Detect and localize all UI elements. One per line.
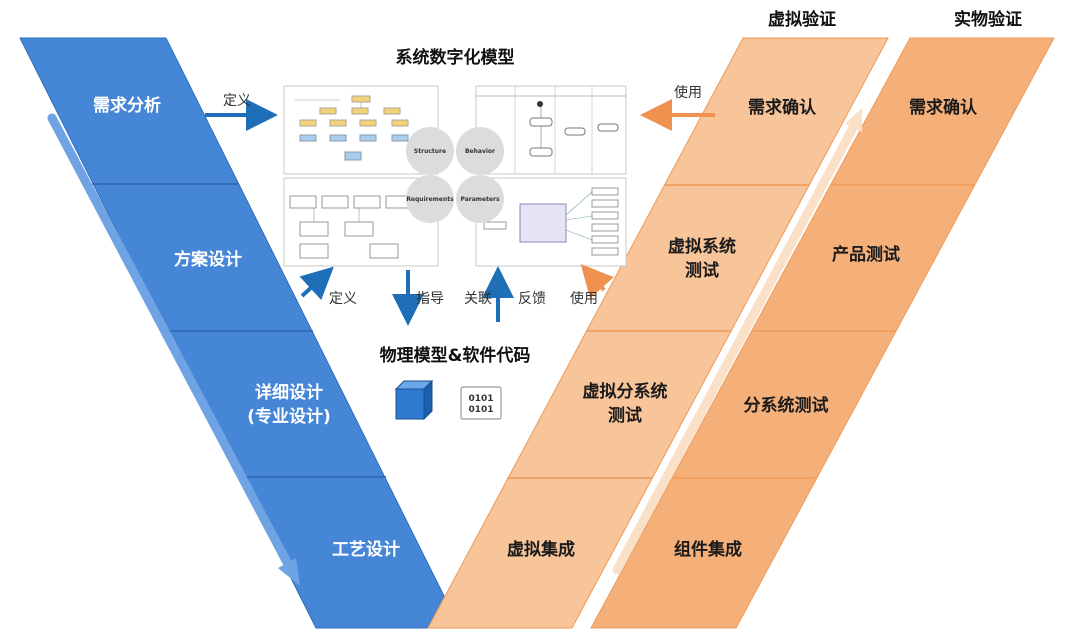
virtual-requirements-confirm: 需求确认 (748, 97, 817, 118)
design-flow-arrow (47, 113, 295, 573)
virtual-integration: 虚拟集成 (507, 539, 575, 560)
requirements-view-label: Requirements (406, 196, 454, 203)
physical-verification-band (590, 37, 1055, 629)
code-line-2: 0101 (468, 405, 493, 415)
virtual-system-test-l2: 测试 (685, 260, 719, 281)
physical-verification-header: 实物验证 (954, 9, 1022, 30)
stage-scheme-design: 方案设计 (174, 249, 242, 270)
code-file-icon: 0101 0101 (460, 386, 502, 420)
virtual-verification-band (427, 37, 889, 629)
digital-model-title: 系统数字化模型 (396, 47, 515, 68)
stage-detailed-design-sub: (专业设计) (247, 406, 331, 427)
model-panel-structure (283, 85, 439, 175)
physical-component-integration: 组件集成 (674, 539, 742, 560)
physical-requirements-confirm: 需求确认 (909, 97, 978, 118)
model-view-circles (406, 127, 504, 223)
cube-icon (394, 379, 434, 421)
use-label-top: 使用 (674, 84, 702, 101)
physical-product-test: 产品测试 (832, 244, 900, 265)
virtual-verification-header: 虚拟验证 (768, 9, 836, 30)
stage-process-design: 工艺设计 (332, 539, 400, 560)
code-line-1: 0101 (468, 394, 493, 404)
parameters-view-label: Parameters (460, 196, 500, 203)
define-label-bottom: 定义 (329, 291, 357, 307)
relate-label: 关联 (464, 291, 492, 307)
guide-label: 指导 (416, 291, 444, 307)
left-design-band (19, 37, 461, 629)
physical-model-title: 物理模型&软件代码 (380, 345, 531, 366)
feedback-label: 反馈 (518, 291, 546, 307)
virtual-system-test-l1: 虚拟系统 (668, 236, 736, 257)
behavior-view-label: Behavior (465, 148, 495, 155)
define-arrow-bottom (299, 266, 334, 301)
virtual-subsystem-test-l1: 虚拟分系统 (583, 381, 668, 402)
virtual-subsystem-test-l2: 测试 (608, 405, 642, 426)
physical-subsystem-test: 分系统测试 (744, 395, 829, 416)
use-label-bottom: 使用 (570, 290, 598, 307)
define-label-top: 定义 (223, 93, 251, 109)
verification-flow-arrow (612, 108, 862, 575)
use-arrow-bottom (580, 264, 614, 299)
stage-requirements-analysis: 需求分析 (93, 95, 161, 116)
stage-detailed-design: 详细设计 (255, 382, 323, 403)
structure-view-label: Structure (414, 148, 446, 155)
